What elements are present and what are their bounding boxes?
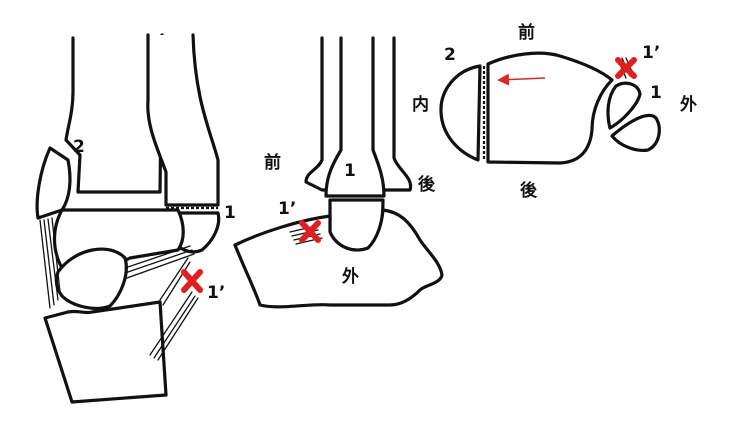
axial-fibula-lower (610, 113, 661, 152)
label-fibula: 1 (650, 83, 662, 103)
label-lateral-malleolus: 1 (224, 203, 236, 223)
label-ligament-injury: 1’ (207, 283, 225, 303)
injury-marker-icon (181, 269, 203, 293)
label-lateral: 外 (680, 94, 697, 115)
label-fibula: 1 (344, 161, 356, 181)
medial-ligament-fibers (39, 217, 61, 309)
label-lateral: 外 (342, 266, 359, 287)
axial-tibia (486, 51, 614, 165)
label-medial-malleolus: 2 (73, 137, 85, 157)
label-anterior: 前 (518, 22, 535, 43)
label-ligament-injury: 1’ (642, 43, 660, 63)
lateral-injury-marker-icon (299, 220, 321, 243)
lateral-view: 前 後 1 1’ 外 (233, 36, 444, 309)
displacement-arrow-icon (497, 73, 546, 86)
label-medial: 内 (412, 94, 429, 115)
calcaneus (54, 247, 128, 310)
label-posterior: 後 (418, 174, 436, 195)
axial-view: 前 後 内 外 2 1 1’ (412, 22, 697, 201)
axial-injury-marker-icon (615, 57, 637, 79)
lower-foot-bone (43, 300, 168, 404)
label-medial-malleolus: 2 (444, 45, 456, 65)
axial-medial-fragment (439, 64, 482, 162)
label-posterior: 後 (520, 180, 538, 201)
lateral-fibula (324, 148, 386, 198)
medial-malleolus-fragment (35, 146, 72, 220)
axial-fibula-upper (606, 81, 642, 130)
lateral-tibia (304, 36, 413, 192)
lateral-foot (233, 208, 444, 309)
label-ligament-injury: 1’ (278, 199, 296, 219)
medial-fracture-line (49, 147, 69, 161)
fibula (146, 33, 220, 207)
lateral-ligament-fibers (124, 245, 199, 361)
label-anterior: 前 (264, 152, 281, 173)
front-view: 2 1 1’ (35, 33, 236, 404)
tibia (64, 33, 164, 194)
